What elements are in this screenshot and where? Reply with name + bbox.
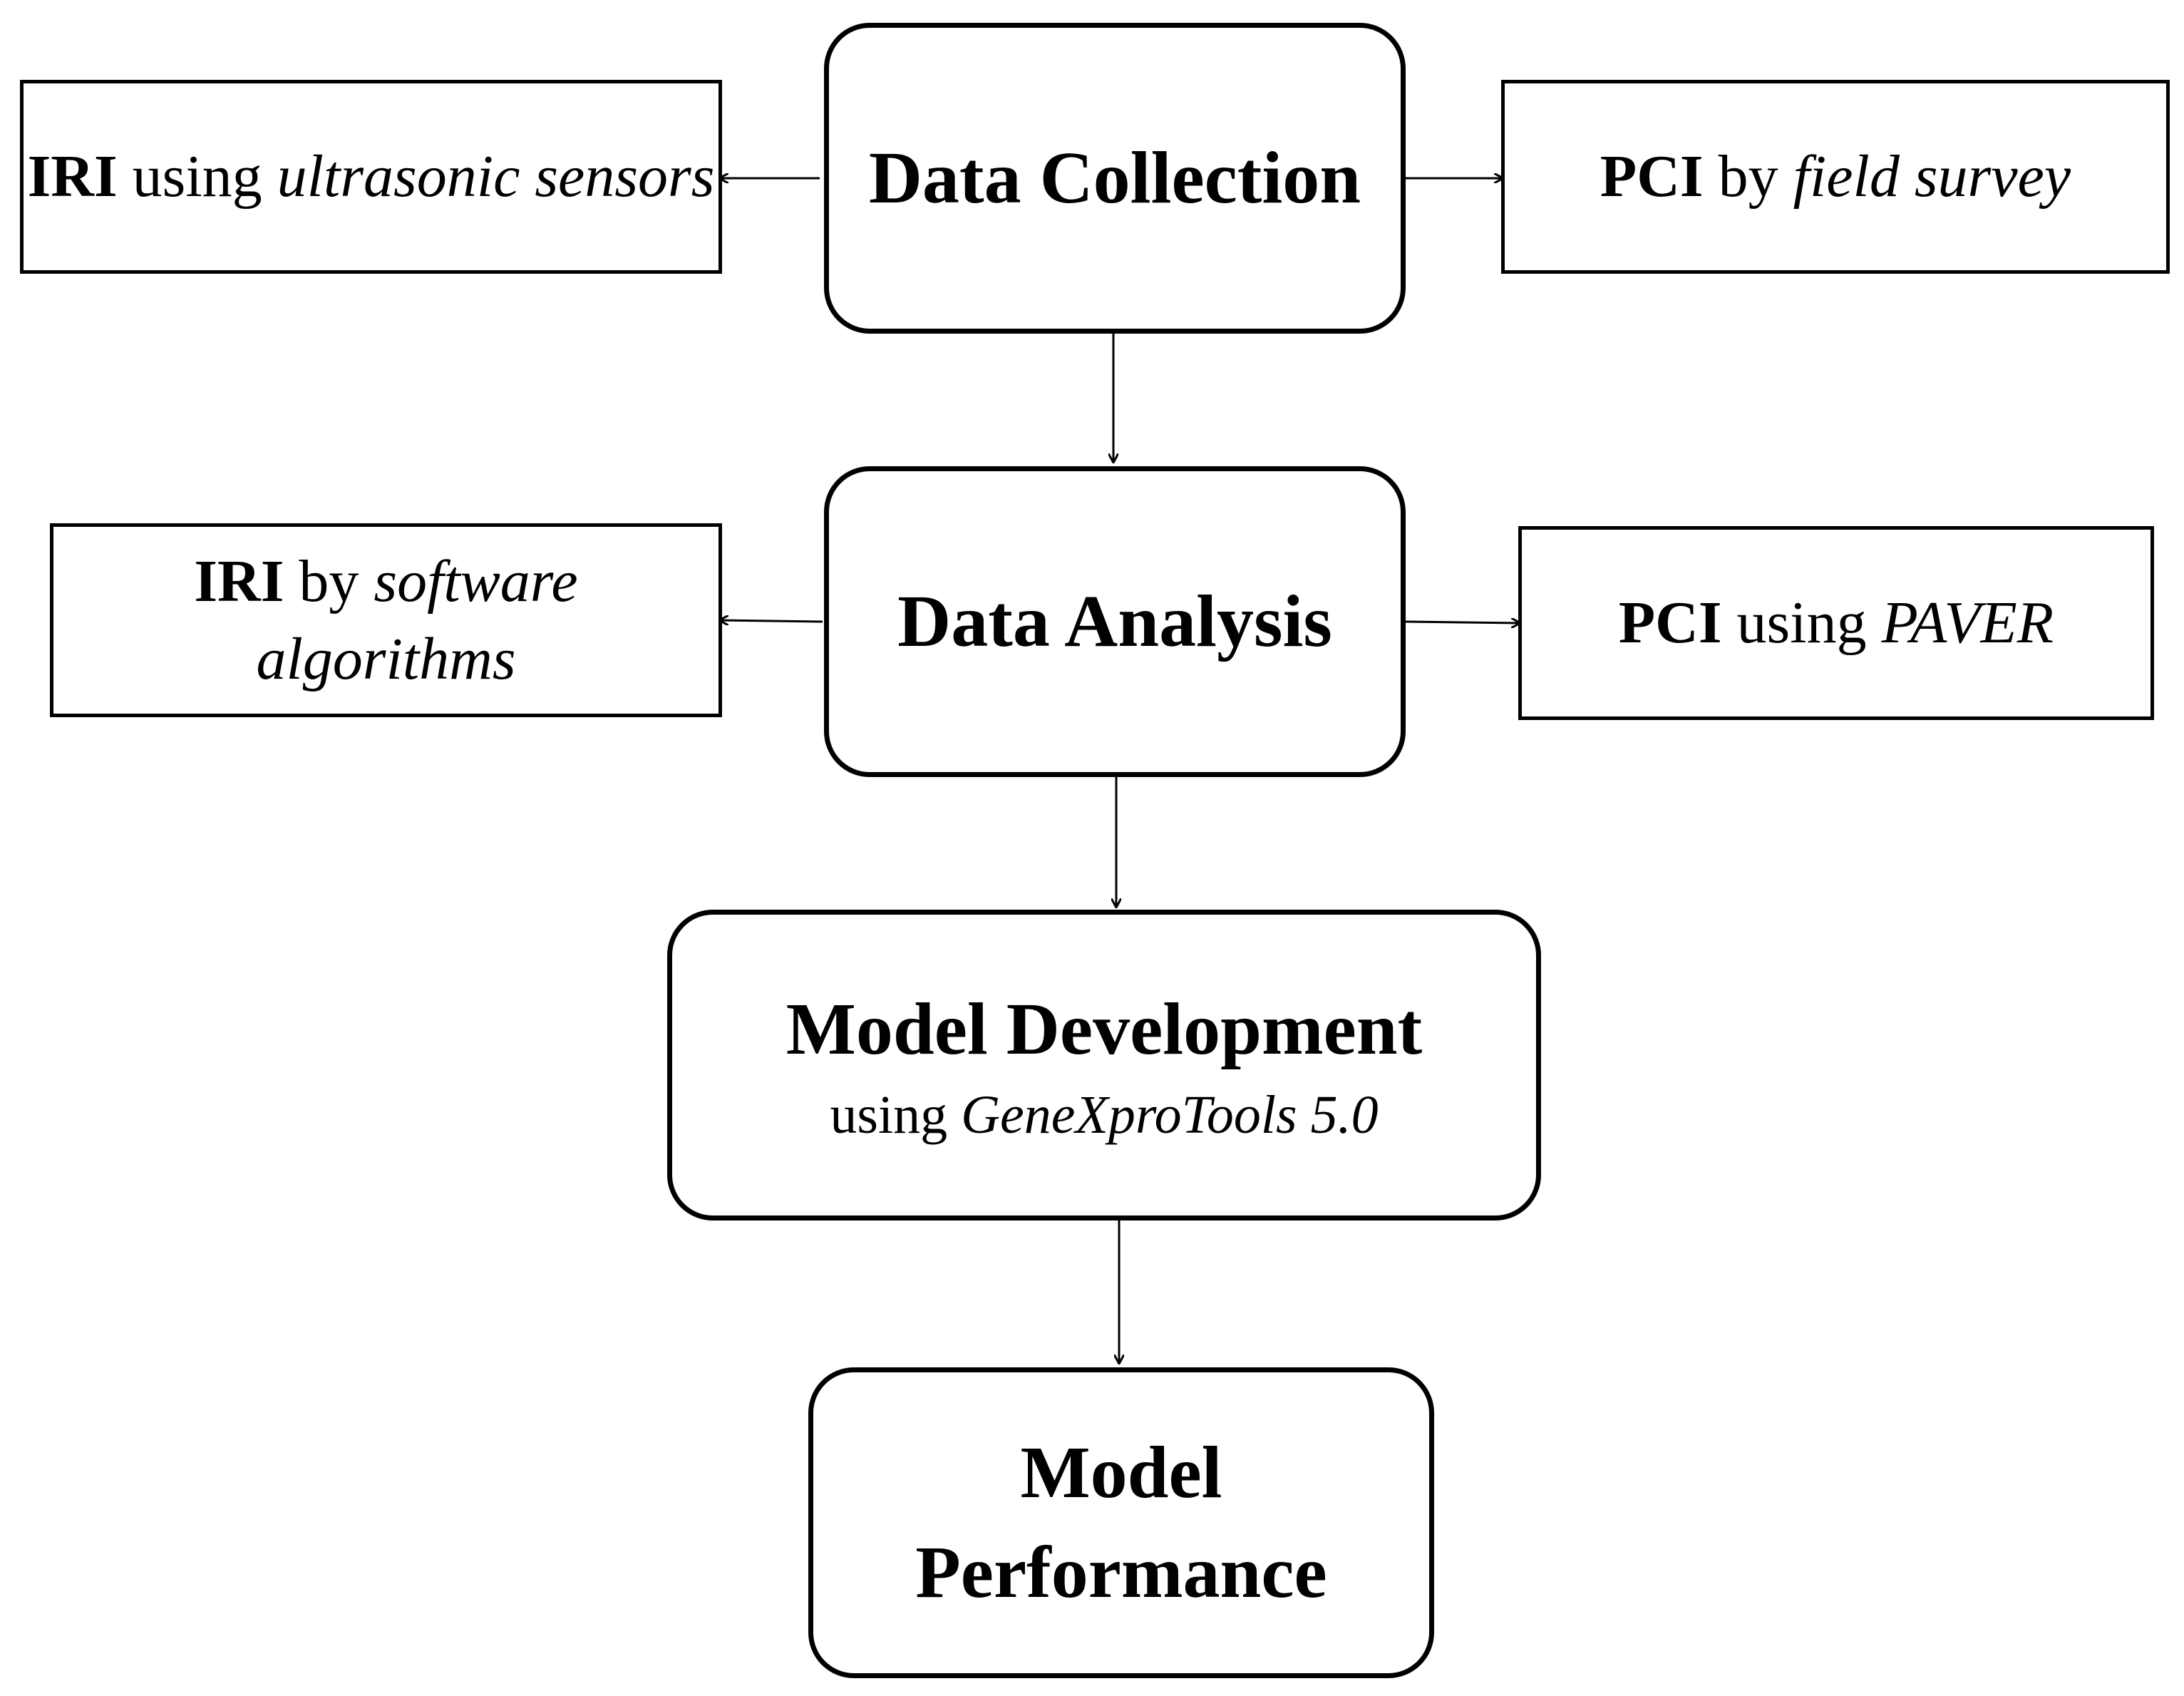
method-text: field survey: [1793, 143, 2071, 210]
side-box-pci-collection: PCI by field survey: [1501, 80, 2170, 274]
connector-word: using: [1721, 590, 1882, 657]
side-box-pci-analysis-text: PCI using PAVER: [1619, 584, 2054, 662]
method-text: ultrasonic sensors: [277, 143, 715, 210]
step-model-development: Model Development using GeneXproTools 5.…: [667, 910, 1541, 1220]
side-box-iri-collection-text: IRI using ultrasonic sensors: [28, 138, 715, 215]
connector-word: by: [1703, 143, 1793, 210]
pci-label: PCI: [1600, 143, 1704, 210]
step-model-development-subtitle: using GeneXproTools 5.0: [830, 1080, 1378, 1151]
step-data-collection-title: Data Collection: [868, 136, 1361, 219]
connector-word: using: [830, 1084, 962, 1145]
step-data-collection: Data Collection: [824, 23, 1406, 334]
method-text: software algorithms: [256, 548, 578, 692]
method-text: PAVER: [1881, 590, 2054, 657]
side-box-pci-analysis: PCI using PAVER: [1518, 526, 2154, 720]
step-model-performance-title: Model Performance: [915, 1423, 1327, 1623]
tool-name: GeneXproTools 5.0: [961, 1084, 1379, 1145]
iri-label: IRI: [194, 548, 284, 615]
arrow-analysis-to-pci: [1405, 622, 1520, 623]
side-box-iri-collection: IRI using ultrasonic sensors: [20, 80, 722, 274]
connector-word: using: [117, 143, 277, 210]
step-data-analysis-title: Data Analysis: [897, 580, 1332, 662]
step-data-analysis: Data Analysis: [824, 466, 1406, 777]
iri-label: IRI: [27, 143, 118, 210]
step-model-development-title: Model Development: [785, 988, 1423, 1071]
pci-label: PCI: [1618, 590, 1722, 657]
side-box-pci-collection-text: PCI by field survey: [1600, 138, 2071, 215]
step-model-performance-title-line2: Performance: [915, 1531, 1327, 1613]
side-box-iri-analysis: IRI by software algorithms: [50, 523, 722, 717]
arrow-analysis-to-iri: [720, 620, 823, 622]
step-model-performance-title-line1: Model: [1020, 1431, 1222, 1513]
step-model-performance: Model Performance: [808, 1367, 1434, 1678]
side-box-iri-analysis-text: IRI by software algorithms: [165, 543, 607, 698]
connector-word: by: [284, 548, 374, 615]
